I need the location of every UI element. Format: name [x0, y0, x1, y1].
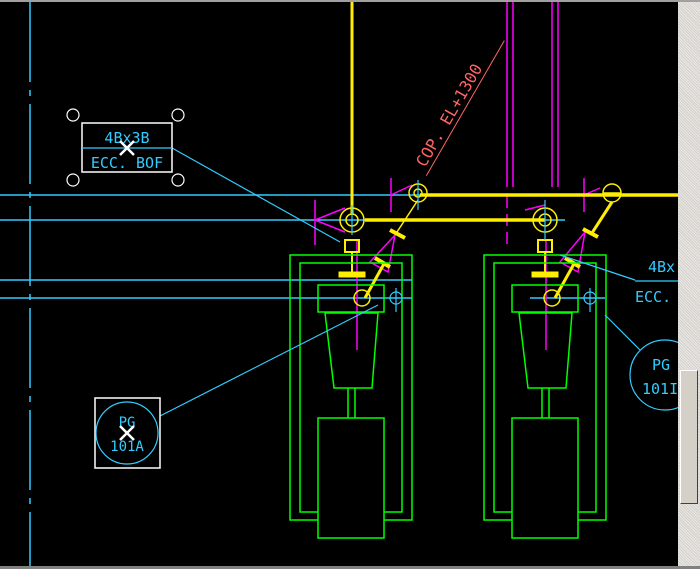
- elevation-note[interactable]: COP. EL+1300: [409, 31, 505, 176]
- elevation-note-text: COP. EL+1300: [412, 60, 486, 170]
- gauge-label-left[interactable]: PG 101A: [94, 397, 161, 469]
- pump-casing-flange: [317, 284, 385, 313]
- pump-motor: [511, 417, 579, 539]
- pump-casing: [324, 312, 379, 389]
- pump-motor: [317, 417, 385, 539]
- pump-casing-flange: [511, 284, 579, 313]
- gauge-connections: [351, 180, 597, 312]
- gauge-tag-text: PG: [119, 415, 136, 431]
- pump-casing: [518, 312, 573, 389]
- drawing-canvas[interactable]: 4Bx3B ECC. BOF PG 101A 4Bx ECC. PG 101I …: [0, 2, 678, 566]
- leader-lines: [159, 147, 678, 417]
- scrollbar-thumb[interactable]: [680, 370, 698, 504]
- reducer-size-text: 4Bx3B: [104, 129, 149, 147]
- piping: [338, 2, 678, 307]
- insertion-cross-icon: [119, 140, 135, 156]
- vertical-scrollbar[interactable]: [678, 2, 700, 566]
- gauge-tag-text-right: PG: [652, 356, 670, 374]
- reducer-size-text-right: 4Bx: [648, 258, 675, 276]
- window-bottom-border: [0, 566, 700, 569]
- pump-1[interactable]: [289, 254, 413, 539]
- gauge-number-text-right: 101I: [642, 380, 678, 398]
- pump-2[interactable]: [483, 254, 607, 539]
- reducer-type-text: ECC. BOF: [91, 154, 163, 172]
- gauge-number-text: 101A: [110, 439, 144, 455]
- reducer-label-left[interactable]: 4Bx3B ECC. BOF: [66, 108, 185, 187]
- insertion-cross-icon: [119, 425, 135, 441]
- window-top-border: [0, 0, 700, 2]
- grip-handles[interactable]: [66, 108, 185, 187]
- reducer-type-text-right: ECC.: [635, 288, 671, 306]
